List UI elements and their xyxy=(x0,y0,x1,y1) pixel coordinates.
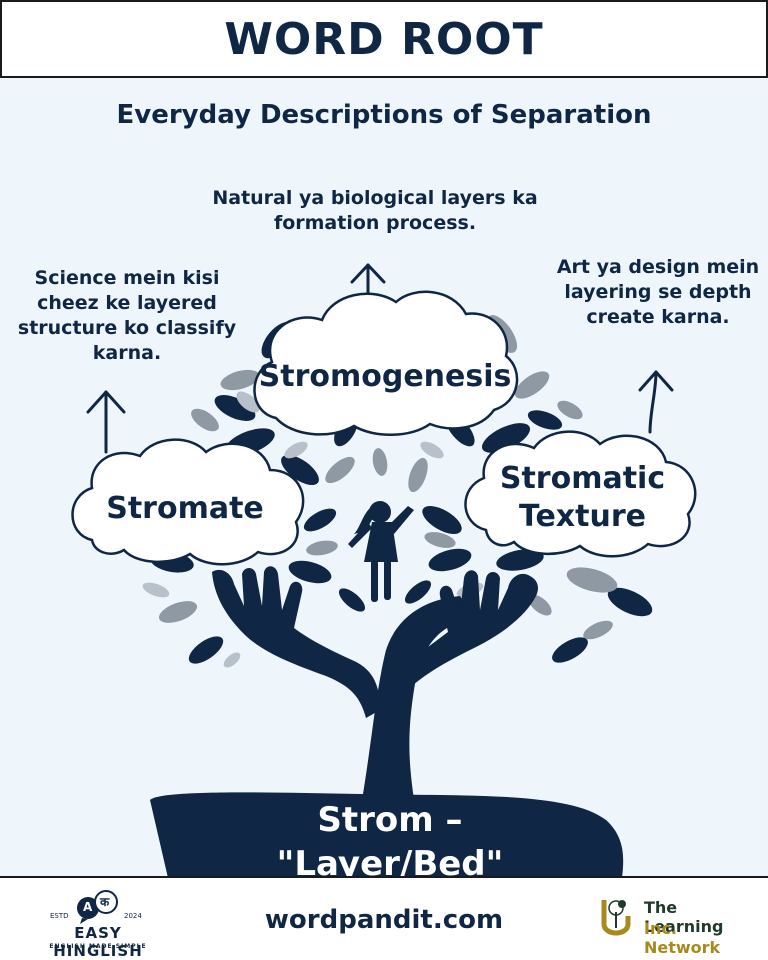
leaf xyxy=(214,395,256,421)
logo-glyph-a: A xyxy=(83,900,93,914)
leaf xyxy=(514,371,550,399)
root-label: Strom – "Layer/Bed" xyxy=(180,798,600,886)
leaf xyxy=(566,567,618,593)
ground-mound xyxy=(150,792,624,878)
logo-brand: EASY HINGLISH xyxy=(53,924,143,960)
leaf xyxy=(223,652,241,668)
cloud-top xyxy=(253,290,519,436)
cloud-right xyxy=(464,430,697,558)
description-stromate: Science mein kisi cheez ke layered struc… xyxy=(17,267,237,365)
leaf xyxy=(306,540,338,556)
root-word: Strom – xyxy=(317,800,463,840)
leaf xyxy=(220,369,260,391)
leaf xyxy=(424,532,456,548)
leaf xyxy=(404,580,432,604)
arrow-up-left xyxy=(86,390,126,454)
logo-year: 2024 xyxy=(124,912,142,920)
arrow-up-right xyxy=(638,370,674,434)
leaf xyxy=(607,587,653,617)
leaf xyxy=(422,506,462,534)
child-head xyxy=(369,501,391,523)
logo-glyph-b: क xyxy=(100,895,110,909)
leaf xyxy=(188,636,224,664)
subtitle: Everyday Descriptions of Separation xyxy=(116,100,652,130)
leaf xyxy=(281,454,319,486)
leaf xyxy=(338,588,366,612)
leaf xyxy=(236,391,260,413)
child-figure xyxy=(348,501,414,602)
left-hand xyxy=(212,566,380,718)
cloud-label-stromatic-texture: Stromatic Texture xyxy=(499,461,666,534)
description-stromatic-texture: Art ya design mein layering se depth cre… xyxy=(556,256,760,329)
child-leg-right xyxy=(384,560,391,600)
cloud-left xyxy=(71,438,305,566)
leaf xyxy=(496,549,544,571)
leaf xyxy=(372,448,388,476)
leaf xyxy=(428,548,472,572)
speech-bubbles-icon xyxy=(77,890,118,924)
leaf xyxy=(481,423,531,453)
description-stromogenesis: Natural ya biological layers ka formatio… xyxy=(212,187,538,235)
logo-line-1: The Learning xyxy=(644,898,724,936)
child-body xyxy=(364,522,398,562)
leaf xyxy=(420,441,444,459)
child-hair xyxy=(354,508,374,534)
tree-u-icon xyxy=(601,900,631,936)
leaf xyxy=(557,400,583,420)
leaf xyxy=(191,408,219,432)
leaf xyxy=(142,582,170,598)
child-arm-left xyxy=(348,522,372,548)
leaf xyxy=(288,560,332,584)
logo-estd: ESTD xyxy=(50,912,69,920)
logo-tagline: ENGLISH MADE SIMPLE xyxy=(49,943,147,950)
leaves-gray xyxy=(158,315,618,640)
footer-bar: wordpandit.com ESTD 2024 A क EASY HINGLI… xyxy=(0,876,768,960)
leaf xyxy=(552,637,588,663)
leaf xyxy=(528,594,552,616)
leaf xyxy=(284,441,308,459)
leaf xyxy=(158,601,198,623)
leaf xyxy=(325,456,355,484)
site-link[interactable]: wordpandit.com xyxy=(264,905,504,935)
easy-hinglish-logo: ESTD 2024 A क EASY HINGLISH ENGLISH MADE… xyxy=(28,888,168,960)
logo-line-2: Inc. Network xyxy=(644,919,721,957)
right-hand xyxy=(404,570,538,686)
cloud-label-stromate: Stromate xyxy=(106,491,264,526)
tree-trunk xyxy=(362,596,476,800)
leaf xyxy=(583,620,613,640)
child-arm-right xyxy=(388,506,414,534)
leaf xyxy=(408,457,428,493)
header-bar: WORD ROOT xyxy=(0,0,768,78)
page-title: WORD ROOT xyxy=(224,13,544,65)
leaf xyxy=(527,410,563,430)
leaf xyxy=(303,508,337,532)
cloud-label-stromogenesis: Stromogenesis xyxy=(258,359,512,394)
learning-inc-logo: The Learning Inc. Network xyxy=(598,892,758,957)
child-leg-left xyxy=(371,560,378,602)
